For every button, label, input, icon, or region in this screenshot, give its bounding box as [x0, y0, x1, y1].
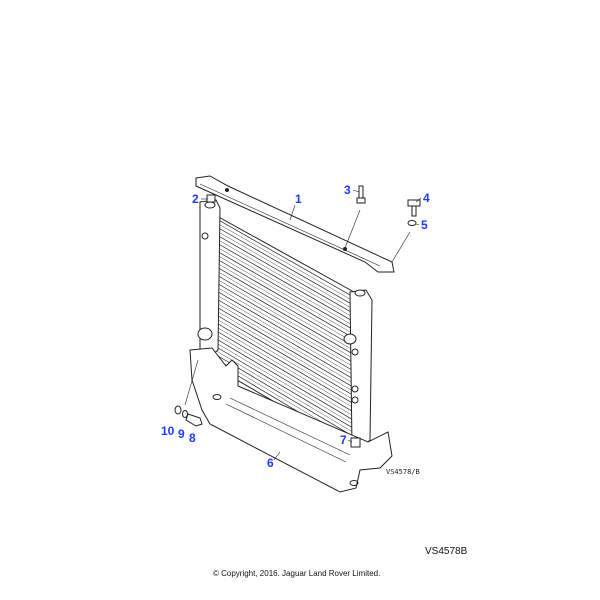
radiator-fin	[207, 305, 353, 391]
radiator-fin	[207, 269, 353, 354]
callout-4[interactable]: 4	[423, 191, 430, 205]
radiator-fin	[207, 225, 353, 309]
reference-number: VS4578B	[425, 546, 468, 557]
left-outlet	[197, 327, 213, 341]
radiator-fin	[207, 301, 353, 387]
radiator-fin	[207, 249, 353, 334]
radiator-fin	[207, 221, 353, 305]
radiator-fin	[207, 321, 353, 408]
bolt-8	[185, 413, 203, 427]
radiator-fin	[207, 293, 353, 379]
radiator-fin	[207, 333, 353, 420]
radiator-fin	[207, 337, 353, 424]
lower-bracket	[189, 347, 393, 493]
callout-3[interactable]: 3	[344, 183, 351, 197]
callout-5[interactable]: 5	[421, 218, 428, 232]
bolt-4	[407, 199, 421, 207]
callout-6[interactable]: 6	[267, 456, 274, 470]
radiator-fin	[207, 281, 353, 367]
washer-10	[174, 405, 182, 415]
radiator-fin	[207, 317, 353, 404]
radiator-fin	[207, 285, 353, 371]
radiator-fin	[207, 229, 353, 313]
radiator-core	[205, 209, 355, 449]
drawing-code: VS4578/B	[386, 468, 420, 476]
radiator-fin	[207, 261, 353, 346]
radiator-fin	[207, 309, 353, 395]
radiator-fin	[207, 253, 353, 338]
radiator-fin	[207, 289, 353, 375]
radiator-fin	[207, 277, 353, 363]
radiator-fin	[207, 245, 353, 330]
radiator-fin	[207, 213, 353, 297]
radiator-right-tank	[349, 289, 373, 451]
radiator-fin	[207, 217, 353, 301]
radiator-fin	[207, 257, 353, 342]
copyright: © Copyright, 2016. Jaguar Land Rover Lim…	[213, 569, 381, 578]
callout-1[interactable]: 1	[295, 192, 302, 206]
washer-5	[407, 220, 417, 226]
callout-8[interactable]: 8	[189, 431, 196, 445]
radiator-fin	[207, 325, 353, 412]
radiator-fin	[207, 273, 353, 358]
callout-7[interactable]: 7	[340, 433, 347, 447]
radiator-fin	[207, 265, 353, 350]
radiator-fin	[207, 329, 353, 416]
radiator-fin	[207, 341, 353, 428]
callout-9[interactable]: 9	[178, 427, 185, 441]
radiator-fin	[207, 233, 353, 317]
callout-2[interactable]: 2	[192, 192, 199, 206]
radiator-fin	[207, 241, 353, 326]
grommet-7	[350, 437, 361, 448]
grommet-2	[206, 194, 216, 203]
radiator-fin	[207, 313, 353, 399]
radiator-fin	[207, 297, 353, 383]
radiator-fin	[207, 237, 353, 322]
right-outlet	[343, 333, 357, 345]
callout-10[interactable]: 10	[161, 424, 175, 438]
